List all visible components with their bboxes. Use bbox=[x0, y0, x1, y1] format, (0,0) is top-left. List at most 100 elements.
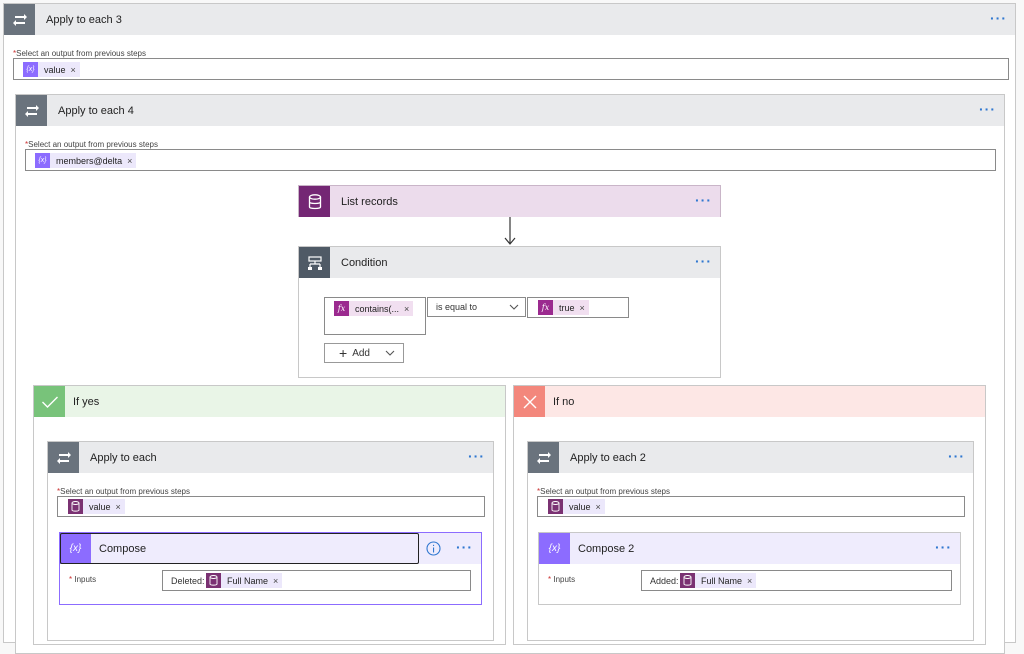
database-icon bbox=[299, 186, 330, 217]
info-icon[interactable] bbox=[426, 541, 441, 556]
deleted-prefix: Deleted: bbox=[171, 576, 205, 586]
select-output-label: *Select an output from previous steps bbox=[25, 140, 158, 149]
compose-title-focus-outline bbox=[60, 533, 419, 564]
more-options-icon[interactable]: ··· bbox=[979, 101, 996, 117]
apply-to-each-2-header[interactable]: Apply to each 2 ··· bbox=[528, 442, 973, 473]
apply-to-each-4-header[interactable]: Apply to each 4 ··· bbox=[16, 95, 1004, 126]
compose-inputs-field[interactable]: Deleted: Full Name × bbox=[162, 570, 471, 591]
value-token[interactable]: {x} value × bbox=[23, 62, 80, 77]
database-icon bbox=[68, 499, 83, 514]
compose-title: Compose bbox=[99, 542, 147, 555]
compose-2-card: {x} Compose 2 ··· * Inputs Added: Full N… bbox=[538, 532, 961, 605]
more-options-icon[interactable]: ··· bbox=[695, 253, 712, 269]
loop-icon bbox=[4, 4, 35, 35]
loop-icon bbox=[528, 442, 559, 473]
more-options-icon[interactable]: ··· bbox=[456, 539, 473, 555]
condition-right-operand[interactable]: fx true × bbox=[527, 297, 629, 318]
token-label: value bbox=[89, 501, 111, 512]
loop-icon bbox=[48, 442, 79, 473]
condition-operator-select[interactable]: is equal to bbox=[427, 297, 526, 317]
compose-2-title: Compose 2 bbox=[578, 542, 635, 555]
plus-icon: + bbox=[339, 345, 348, 361]
token-label: value bbox=[44, 64, 66, 75]
compose-card: {x} Compose ··· * Inputs Deleted: Full N… bbox=[59, 532, 482, 605]
token-label: value bbox=[569, 501, 591, 512]
full-name-token[interactable]: Full Name × bbox=[680, 573, 757, 588]
compose-2-header[interactable]: {x} Compose 2 ··· bbox=[539, 533, 960, 564]
apply-to-each-4-title: Apply to each 4 bbox=[58, 104, 134, 117]
remove-token-icon[interactable]: × bbox=[115, 501, 121, 512]
condition-title: Condition bbox=[341, 256, 388, 269]
apply-to-each-2-title: Apply to each 2 bbox=[570, 451, 646, 464]
select-output-field[interactable]: {x} members@delta × bbox=[25, 149, 996, 171]
compose-header[interactable]: {x} Compose ··· bbox=[60, 533, 481, 564]
remove-token-icon[interactable]: × bbox=[595, 501, 601, 512]
apply-to-each-header[interactable]: Apply to each ··· bbox=[48, 442, 493, 473]
more-options-icon[interactable]: ··· bbox=[695, 192, 712, 208]
added-prefix: Added: bbox=[650, 576, 679, 586]
function-icon: fx bbox=[538, 300, 553, 315]
chevron-down-icon bbox=[385, 350, 395, 356]
remove-token-icon[interactable]: × bbox=[127, 155, 133, 166]
more-options-icon[interactable]: ··· bbox=[935, 539, 952, 555]
members-delta-token[interactable]: {x} members@delta × bbox=[35, 153, 137, 168]
add-button[interactable]: + Add bbox=[324, 343, 404, 363]
chevron-down-icon bbox=[509, 304, 519, 310]
if-yes-header[interactable]: If yes bbox=[34, 386, 505, 417]
full-name-token[interactable]: Full Name × bbox=[206, 573, 283, 588]
token-label: Full Name bbox=[701, 575, 743, 586]
remove-token-icon[interactable]: × bbox=[273, 575, 279, 586]
token-label: true bbox=[559, 302, 575, 313]
compose-icon: {x} bbox=[60, 533, 91, 564]
select-output-field[interactable]: value × bbox=[57, 496, 485, 517]
remove-token-icon[interactable]: × bbox=[70, 64, 76, 75]
cross-icon bbox=[514, 386, 545, 417]
apply-to-each-title: Apply to each bbox=[90, 451, 157, 464]
operator-label: is equal to bbox=[436, 302, 478, 312]
condition-left-operand[interactable]: fx contains(... × bbox=[324, 297, 426, 335]
list-records-header[interactable]: List records ··· bbox=[299, 186, 720, 217]
select-output-label: *Select an output from previous steps bbox=[537, 487, 670, 496]
remove-token-icon[interactable]: × bbox=[579, 302, 585, 313]
condition-card: Condition ··· fx contains(... × is equal… bbox=[298, 246, 721, 378]
inputs-label: * Inputs bbox=[548, 575, 576, 584]
database-icon bbox=[548, 499, 563, 514]
token-label: members@delta bbox=[56, 155, 123, 166]
expression-icon: {x} bbox=[35, 153, 50, 168]
function-icon: fx bbox=[334, 301, 349, 316]
true-token[interactable]: fx true × bbox=[538, 300, 589, 315]
value-token[interactable]: value × bbox=[548, 499, 605, 514]
select-output-field[interactable]: value × bbox=[537, 496, 965, 517]
token-label: contains(... bbox=[355, 303, 400, 314]
database-icon bbox=[680, 573, 695, 588]
expression-icon: {x} bbox=[23, 62, 38, 77]
if-no-title: If no bbox=[553, 395, 575, 408]
select-output-field[interactable]: {x} value × bbox=[13, 58, 1009, 80]
remove-token-icon[interactable]: × bbox=[747, 575, 753, 586]
select-output-label: *Select an output from previous steps bbox=[13, 49, 146, 58]
select-output-label: *Select an output from previous steps bbox=[57, 487, 190, 496]
contains-token[interactable]: fx contains(... × bbox=[334, 301, 414, 316]
list-records-title: List records bbox=[341, 195, 398, 208]
more-options-icon[interactable]: ··· bbox=[468, 448, 485, 464]
compose-icon: {x} bbox=[539, 533, 570, 564]
if-no-header[interactable]: If no bbox=[514, 386, 985, 417]
more-options-icon[interactable]: ··· bbox=[990, 10, 1007, 26]
connector-arrow-icon bbox=[504, 217, 516, 245]
loop-icon bbox=[16, 95, 47, 126]
if-yes-title: If yes bbox=[73, 395, 100, 408]
checkmark-icon bbox=[34, 386, 65, 417]
more-options-icon[interactable]: ··· bbox=[948, 448, 965, 464]
apply-to-each-3-title: Apply to each 3 bbox=[46, 13, 122, 26]
add-label: Add bbox=[352, 347, 370, 359]
database-icon bbox=[206, 573, 221, 588]
list-records-card[interactable]: List records ··· bbox=[298, 185, 721, 217]
condition-icon bbox=[299, 247, 330, 278]
compose-2-inputs-field[interactable]: Added: Full Name × bbox=[641, 570, 952, 591]
inputs-label: * Inputs bbox=[69, 575, 97, 584]
token-label: Full Name bbox=[227, 575, 269, 586]
value-token[interactable]: value × bbox=[68, 499, 125, 514]
condition-header[interactable]: Condition ··· bbox=[299, 247, 720, 278]
remove-token-icon[interactable]: × bbox=[404, 303, 410, 314]
apply-to-each-3-header[interactable]: Apply to each 3 ··· bbox=[4, 4, 1015, 35]
